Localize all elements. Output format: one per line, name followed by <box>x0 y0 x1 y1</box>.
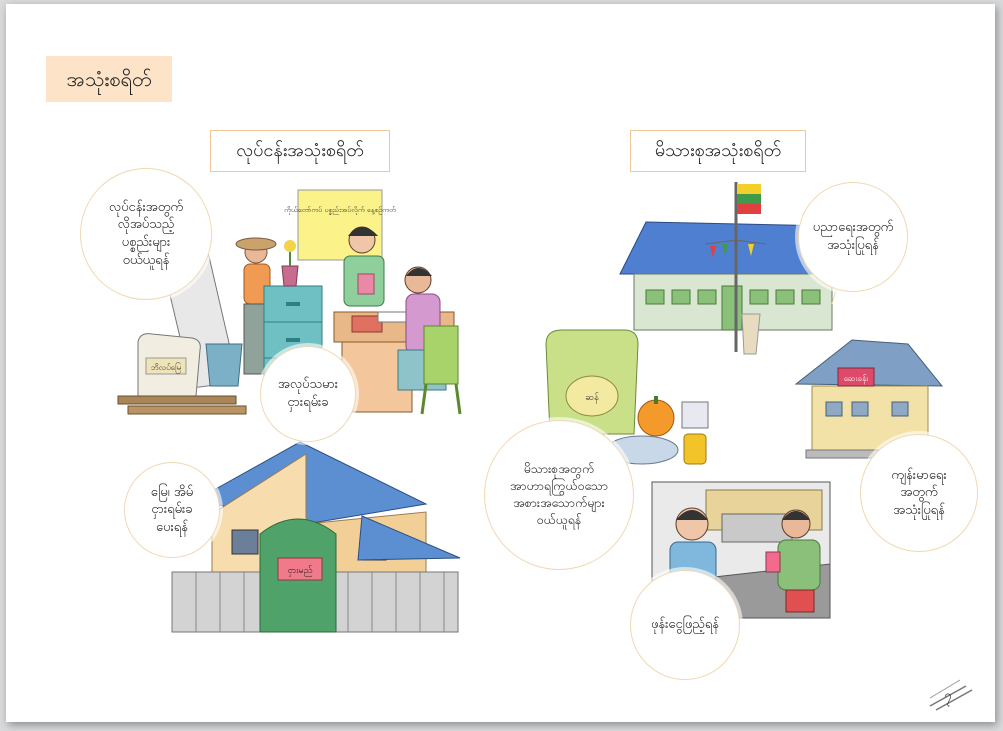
materials-label: လုပ်ငန်းအတွက် လိုအပ်သည့် ပစ္စည်းများ ဝယ်… <box>80 168 212 300</box>
illustration-layer: ဘိလပ်မြေ ကိုယ်တော်ကပ် ပစ္စည်းအပ်လ <box>117 182 944 633</box>
page-corner-icon <box>929 679 973 711</box>
family-expense-heading: မိသားစုအသုံးစရိတ် <box>630 130 806 172</box>
business-expense-heading: လုပ်ငန်းအသုံးစရိတ် <box>210 130 390 172</box>
clinic-sign: ဆေးခန်း <box>844 373 869 385</box>
food-label: မိသားစုအတွက် အာဟာရကြွယ်ဝသော အစားအသောက်မျ… <box>484 420 634 570</box>
rice-bag-label: ဆန် <box>585 392 599 404</box>
health-label: ကျန်းမာရေး အတွက် အသုံးပြုရန် <box>860 434 978 552</box>
rent-label: မြေ၊ အိမ် ငှားရမ်းခ ပေးရန် <box>124 462 220 558</box>
school-illustration <box>619 182 847 355</box>
for-rent-sign: ငှားမည် <box>288 565 313 577</box>
page-number-text: ၇ <box>944 688 952 704</box>
rental-house-illustration: ငှားမည် <box>171 441 461 633</box>
office-sign: ကိုယ်တော်ကပ် ပစ္စည်းအပ်လိုက် နေ့စဉ်ကတ် <box>284 206 396 215</box>
phone-topup-label: ဖုန်းငွေဖြည့်ရန် <box>630 570 740 680</box>
education-label: ပညာရေးအတွက် အသုံးပြုရန် <box>798 182 908 292</box>
wages-label: အလုပ်သမား ငှားရမ်းခ <box>260 346 356 442</box>
clinic-illustration: ဆေးခန်း <box>794 339 944 459</box>
page-number: ၇ <box>926 672 976 712</box>
page: ဘိလပ်မြေ ကိုယ်တော်ကပ် ပစ္စည်းအပ်လ <box>6 4 995 722</box>
page-title: အသုံးစရိတ် <box>46 56 172 102</box>
cement-bag-label: ဘိလပ်မြေ <box>151 362 181 374</box>
decorative-lines <box>831 289 837 305</box>
